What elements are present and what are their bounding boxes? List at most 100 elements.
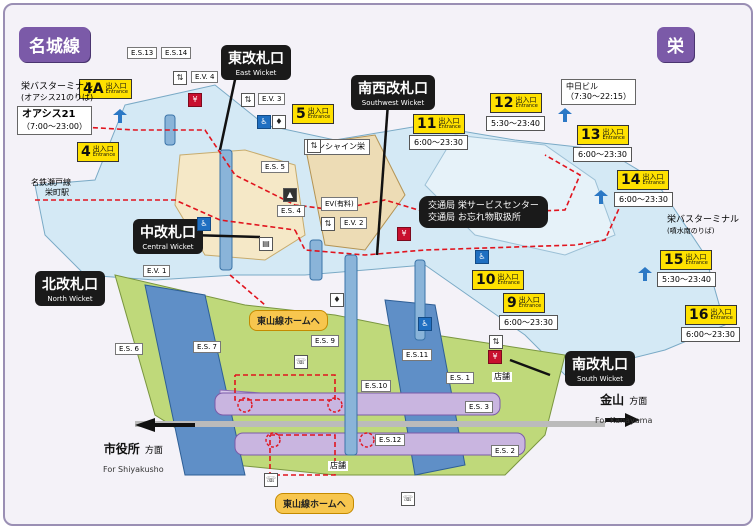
southwest-wicket-en: Southwest Wicket	[361, 99, 425, 107]
exit-15-jp: 出入口	[685, 252, 707, 261]
elevator-icon: ⇅	[489, 335, 503, 349]
exit-12-number: 12	[494, 95, 514, 111]
exit-11-hours: 6:00～23:30	[409, 135, 469, 150]
meitetsu-line-label: 名鉄瀬戸線	[31, 178, 71, 187]
exit-9-hours: 6:00～23:30	[499, 315, 559, 330]
direction-arrows	[135, 413, 640, 432]
exit-14-number: 14	[621, 172, 641, 188]
kanayama-en: For Kanayama	[595, 416, 653, 425]
exit-11-jp: 出入口	[438, 116, 460, 125]
exit-13-hours: 6:00～23:30	[573, 147, 633, 162]
ev-paid-tag: EV(有料)	[321, 197, 358, 211]
ticket-machine-icon: ¥	[488, 350, 502, 364]
oasis21-box: オアシス21 （7:00～23:00）	[17, 106, 93, 135]
exit-4a-jp: 出入口	[105, 81, 127, 90]
north-wicket-en: North Wicket	[47, 295, 93, 303]
exit-15-hours: 5:30～23:40	[657, 272, 717, 287]
chunichi-building-name: 中日ビル	[566, 82, 598, 91]
bus-terminal-oasis-title: 栄バスターミナル	[21, 82, 94, 92]
exit-10-number: 10	[476, 272, 496, 288]
ticket-gate-icon: ▤	[259, 237, 273, 251]
south-wicket-label: 南改札口 South Wicket	[565, 351, 635, 386]
south-wicket-jp: 南改札口	[572, 357, 628, 373]
exit-14-hours: 6:00～23:30	[614, 192, 674, 207]
exit-4-en: Entrance	[92, 152, 116, 159]
shiyakusho-en: For Shiyakusho	[103, 465, 164, 474]
escalator-shapes	[164, 114, 426, 456]
exit-5-jp: 出入口	[307, 106, 329, 115]
higashiyama-platform-link-lower[interactable]: 東山線ホームへ	[275, 493, 354, 514]
exit-13-en: Entrance	[602, 135, 625, 142]
es3-tag: E.S. 3	[465, 401, 493, 413]
exit-14-jp: 出入口	[642, 172, 664, 181]
es10-tag: E.S.10	[361, 380, 392, 392]
kanayama-suffix: 方面	[629, 397, 648, 407]
ev3-tag: E.V. 3	[258, 93, 286, 105]
exit-4a-number: 4A	[83, 81, 104, 97]
exit-5-en: Entrance	[307, 114, 331, 121]
shiyakusho-suffix: 方面	[144, 446, 163, 456]
central-wicket-jp: 中改札口	[140, 225, 196, 241]
exit-12-jp: 出入口	[515, 95, 537, 104]
exit-14-en: Entrance	[642, 180, 665, 187]
for-shiyakusho-direction: 市役所 方面 For Shiyakusho	[103, 438, 164, 476]
ev2-tag: E.V. 2	[340, 217, 368, 229]
higashiyama-platform-link-upper[interactable]: 東山線ホームへ	[249, 310, 328, 331]
east-wicket-en: East Wicket	[235, 69, 277, 77]
elevator-icon: ⇅	[307, 139, 321, 153]
bus-terminal-oasis-sub: (オアシス21のりば)	[21, 93, 94, 102]
ticket-machine-icon: ¥	[397, 227, 411, 241]
chunichi-building-hours: （7:30～22:15）	[566, 92, 632, 101]
chunichi-building-box: 中日ビル （7:30～22:15）	[561, 79, 637, 105]
es1-tag: E.S. 1	[446, 372, 474, 384]
east-wicket-jp: 東改札口	[228, 51, 284, 67]
exit-4a-en: Entrance	[105, 89, 128, 96]
es5-tag: E.S. 5	[261, 161, 289, 173]
bus-terminal-sakae-sub: (噴水南のりば)	[667, 227, 715, 235]
exit-11-en: Entrance	[438, 124, 461, 131]
exit-16-en: Entrance	[710, 315, 733, 322]
exit-12-hours: 5:30～23:40	[486, 116, 546, 131]
oasis21-hours: （7:00～23:00）	[22, 121, 88, 131]
station-map-drawing	[34, 74, 726, 476]
oasis21-title: オアシス21	[22, 109, 76, 120]
phone-icon: ☏	[294, 355, 308, 369]
service-center-box: 交通局 栄サービスセンター 交通局 お忘れ物取扱所	[419, 196, 548, 229]
exit-4-number: 4	[81, 144, 91, 160]
sunshine-sakae-label: サンシャイン栄	[309, 142, 365, 151]
toilet-icon: ♦	[272, 115, 286, 129]
shop-label-south: 店舗	[492, 372, 512, 382]
exit-11-number: 11	[417, 116, 437, 132]
map-frame: 名城線 栄 東改札口 East Wicket 南西改札口 Southwest W…	[3, 3, 753, 526]
es2-tag: E.S. 2	[491, 445, 519, 457]
shop-label-platform: 店舗	[328, 461, 348, 471]
phone-icon: ☏	[401, 492, 415, 506]
elevator-icon: ⇅	[173, 71, 187, 85]
southwest-wicket-jp: 南西改札口	[358, 81, 428, 97]
exit-13-jp: 出入口	[602, 127, 624, 136]
exit-arrows	[113, 108, 652, 281]
central-wicket-label: 中改札口 Central Wicket	[133, 219, 203, 254]
exit-5-number: 5	[296, 106, 306, 122]
es11-tag: E.S.11	[402, 349, 433, 361]
restroom-icon: ♿	[257, 115, 271, 129]
exit-13-number: 13	[581, 127, 601, 143]
restroom-icon: ♿	[475, 250, 489, 264]
toilet-icon: ♦	[330, 293, 344, 307]
ev1-tag: E.V. 1	[143, 265, 171, 277]
service-center-line: 交通局 栄サービスセンター	[428, 201, 539, 211]
bus-terminal-sakae-title: 栄バスターミナル	[667, 215, 740, 225]
exit-16-jp: 出入口	[710, 307, 732, 316]
es6-tag: E.S. 6	[115, 343, 143, 355]
